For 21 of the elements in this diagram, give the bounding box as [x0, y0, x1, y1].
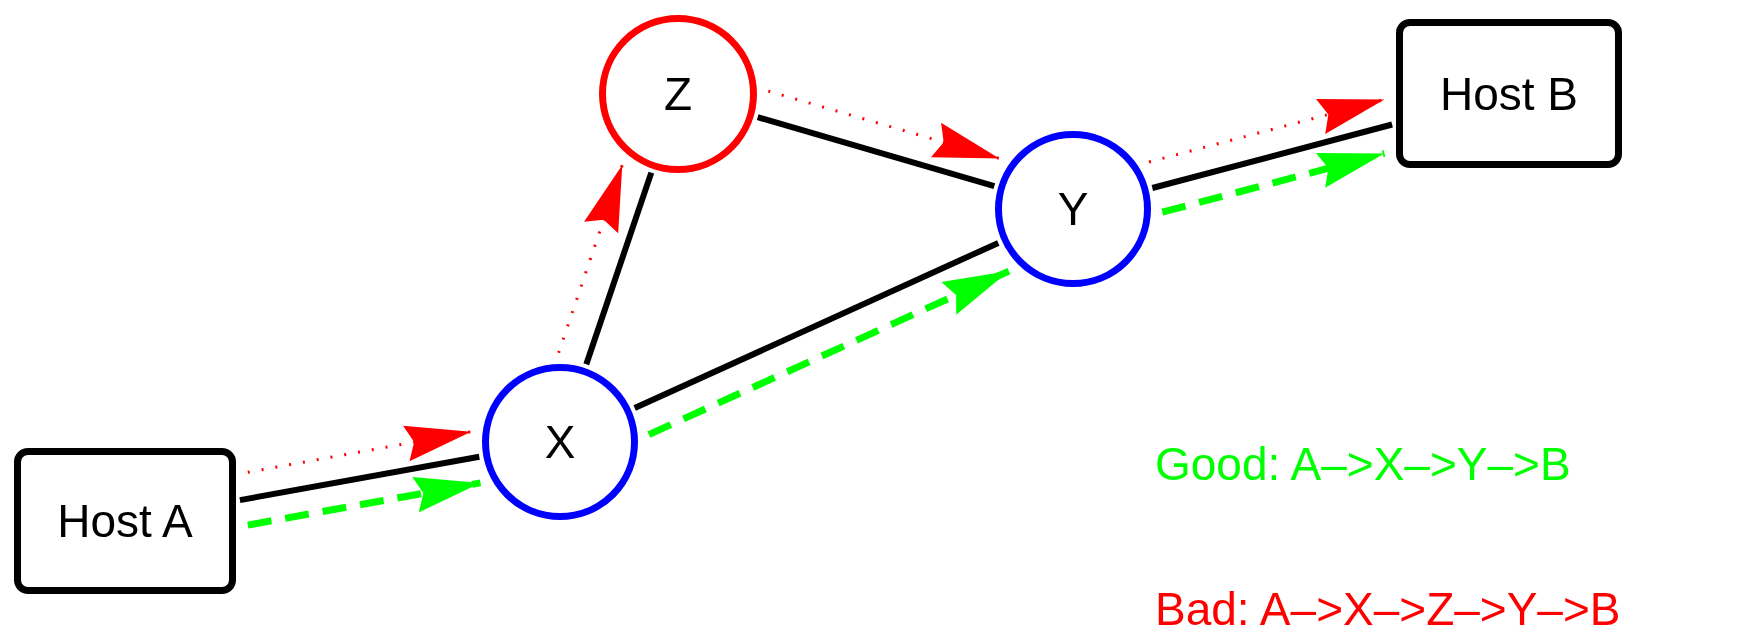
link-line [1151, 121, 1393, 191]
node-label: X [544, 415, 576, 469]
link-line [583, 171, 655, 366]
arrow [1148, 98, 1385, 164]
arrow [247, 425, 472, 474]
arrow [1161, 150, 1386, 216]
host-box [1396, 19, 1622, 168]
arrow [767, 89, 1000, 160]
host-box [14, 448, 236, 594]
arrow [247, 476, 482, 529]
arrow [647, 267, 1011, 438]
link-line [633, 240, 1000, 411]
path-note: Good: A–>X–>Y–>B [1155, 437, 1571, 491]
path-note: Bad: A–>X–>Z–>Y–>B [1155, 582, 1621, 634]
arrow [557, 164, 624, 354]
node-label: Host A [57, 494, 193, 548]
link-line [239, 453, 480, 504]
node-label: Y [1057, 182, 1089, 236]
node-label: Z [663, 67, 693, 121]
link-line [756, 114, 996, 189]
node-label: Host B [1439, 66, 1578, 121]
